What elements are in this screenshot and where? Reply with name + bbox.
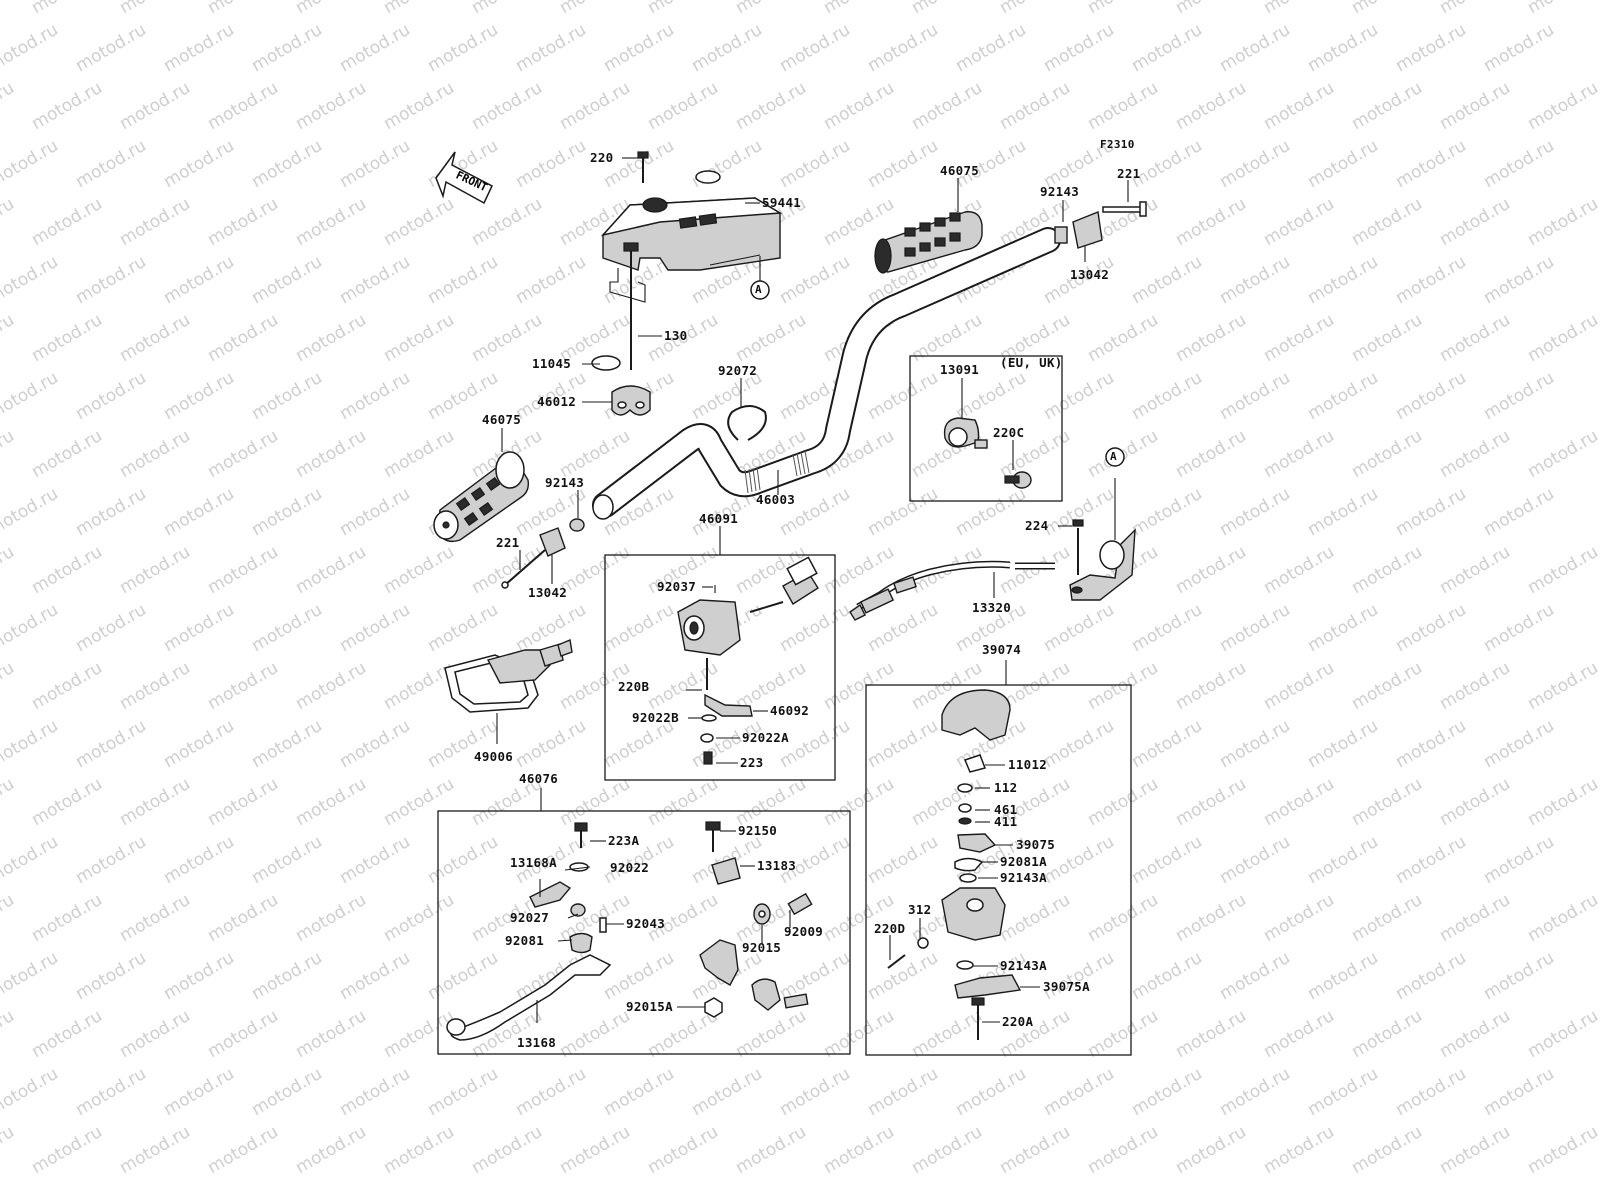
- throttle-cable: [849, 447, 1136, 621]
- left-end-cap: [501, 518, 585, 589]
- part-label: 220B: [618, 679, 650, 694]
- part-label: 39075: [1016, 837, 1056, 852]
- part-label: 46092: [770, 703, 810, 718]
- figure-code: F2310: [1100, 138, 1135, 151]
- part-label: 220D: [874, 921, 906, 936]
- part-label: 49006: [474, 749, 514, 764]
- part-label: 92009: [784, 924, 824, 939]
- clamp-assembly: [591, 242, 651, 416]
- part-label: 11045: [532, 356, 572, 371]
- part-label: 59441: [762, 195, 802, 210]
- part-label: 224: [1025, 518, 1049, 533]
- part-label: 130: [664, 328, 688, 343]
- part-label: 92022A: [742, 730, 789, 745]
- part-label: 92143: [545, 475, 585, 490]
- part-label: 220C: [993, 425, 1025, 440]
- part-label: 411: [994, 814, 1018, 829]
- switch-box: [604, 554, 836, 781]
- part-label: 13168A: [510, 855, 557, 870]
- part-label: 92022: [610, 860, 650, 875]
- part-label: 223: [740, 755, 764, 770]
- throttle-box: [865, 684, 1132, 1056]
- part-label: 92081: [505, 933, 545, 948]
- part-label: 92015: [742, 940, 782, 955]
- part-label: 46075: [482, 412, 522, 427]
- boot-49006: [444, 639, 573, 713]
- lever-box: [437, 810, 851, 1055]
- part-label: 312: [908, 902, 932, 917]
- part-label: 13042: [528, 585, 568, 600]
- right-end-cap: [1054, 201, 1147, 249]
- part-label: 92072: [718, 363, 758, 378]
- part-label: 92037: [657, 579, 697, 594]
- part-label: 13091: [940, 362, 980, 377]
- part-label: 92015A: [626, 999, 673, 1014]
- part-label: 461: [994, 802, 1018, 817]
- part-label: 92043: [626, 916, 666, 931]
- part-label: 13183: [757, 858, 797, 873]
- part-label: 13042: [1070, 267, 1110, 282]
- eu-uk-box: [909, 355, 1063, 502]
- front-arrow: FRONT: [435, 151, 493, 205]
- part-label: 39074: [982, 642, 1022, 657]
- handlebar: [592, 227, 1061, 520]
- part-label: 46003: [756, 492, 796, 507]
- handlebar-cover: [600, 170, 783, 303]
- part-label: 221: [1117, 166, 1141, 181]
- part-label: 221: [496, 535, 520, 550]
- part-label: 92027: [510, 910, 550, 925]
- part-label: 92150: [738, 823, 778, 838]
- callout-a-right: A: [1110, 450, 1117, 463]
- part-label: 223A: [608, 833, 640, 848]
- part-label: 39075A: [1043, 979, 1090, 994]
- part-label: 46075: [940, 163, 980, 178]
- part-label: 220A: [1002, 1014, 1034, 1029]
- part-label: 46091: [699, 511, 739, 526]
- right-grip: [874, 211, 983, 274]
- clip-92072: [727, 405, 767, 441]
- bolt-220-top: [637, 151, 649, 183]
- part-label: 92143A: [1000, 958, 1047, 973]
- part-label: 92143A: [1000, 870, 1047, 885]
- part-label: 220: [590, 150, 614, 165]
- callout-a-top: A: [755, 283, 762, 296]
- left-grip: [433, 451, 530, 543]
- part-label: 46076: [519, 771, 559, 786]
- leader-lines: [496, 157, 1129, 1023]
- part-label: 13168: [517, 1035, 557, 1050]
- part-label: 112: [994, 780, 1018, 795]
- part-label: 92022B: [632, 710, 679, 725]
- part-label: 11012: [1008, 757, 1048, 772]
- part-label: 92081A: [1000, 854, 1047, 869]
- region-note: (EU, UK): [1000, 355, 1063, 370]
- part-label: 92143: [1040, 184, 1080, 199]
- part-label: 46012: [537, 394, 577, 409]
- part-label: 13320: [972, 600, 1012, 615]
